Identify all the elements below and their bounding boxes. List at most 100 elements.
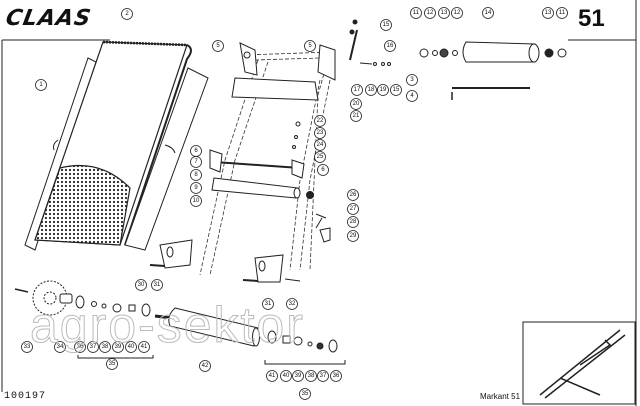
- callout-number: 35: [109, 361, 116, 367]
- callout-circle: [262, 298, 274, 310]
- callout-number: 24: [317, 142, 324, 148]
- callout-31: 31: [151, 279, 163, 291]
- callout-circle: [350, 110, 362, 122]
- small-hardware: [292, 19, 391, 243]
- callout-number: 27: [350, 206, 357, 212]
- document-id: 100197: [4, 391, 47, 402]
- callout-circle: [347, 203, 359, 215]
- callout-number: 4: [410, 93, 414, 99]
- callout-circle: [390, 84, 402, 96]
- callout-23: 23: [314, 127, 326, 139]
- callout-circle: [351, 84, 363, 96]
- callout-circle: [317, 164, 329, 176]
- callout-number: 5: [216, 43, 220, 49]
- callout-number: 18: [368, 87, 375, 93]
- callout-number: 16: [387, 43, 394, 49]
- callout-5: 5: [212, 40, 224, 52]
- callout-circle: [305, 370, 317, 382]
- callout-number: 11: [413, 10, 420, 16]
- callout-circle: [125, 341, 137, 353]
- callout-39: 39: [292, 370, 304, 382]
- upper-brackets: [231, 42, 336, 101]
- callout-circle: [286, 298, 298, 310]
- callout-number: 34: [57, 344, 64, 350]
- callout-number: 25: [317, 154, 324, 160]
- callout-12: 12: [424, 7, 436, 19]
- callout-circle: [314, 127, 326, 139]
- callout-number: 38: [102, 344, 109, 350]
- callout-21: 21: [350, 110, 362, 122]
- lower-brackets: [149, 239, 301, 283]
- callout-circle: [384, 40, 396, 52]
- callout-13: 13: [542, 7, 554, 19]
- callout-number: 21: [353, 113, 360, 119]
- model-name: Markant 51: [480, 392, 521, 401]
- callout-39: 39: [112, 341, 124, 353]
- callout-number: 12: [454, 10, 461, 16]
- callout-number: 36: [333, 373, 340, 379]
- callout-35: 35: [106, 358, 118, 370]
- callout-circle: [74, 341, 86, 353]
- callout-circle: [112, 341, 124, 353]
- callout-number: 42: [202, 363, 209, 369]
- callout-13: 13: [438, 7, 450, 19]
- callout-circle: [99, 341, 111, 353]
- callout-number: 13: [545, 10, 552, 16]
- callout-number: 10: [193, 198, 200, 204]
- callout-circle: [365, 84, 377, 96]
- callout-circle: [314, 115, 326, 127]
- callout-30: 30: [135, 279, 147, 291]
- callout-number: 37: [90, 344, 97, 350]
- callout-circle: [451, 7, 463, 19]
- callout-15: 15: [380, 19, 392, 31]
- callout-number: 31: [265, 301, 272, 307]
- callout-number: 12: [427, 10, 434, 16]
- callout-number: 33: [24, 344, 31, 350]
- callout-number: 38: [308, 373, 315, 379]
- callout-circle: [212, 40, 224, 52]
- callout-number: 11: [559, 10, 566, 16]
- callout-number: 40: [283, 373, 290, 379]
- callout-circle: [292, 370, 304, 382]
- callout-7: 7: [190, 156, 202, 168]
- callout-6: 6: [317, 164, 329, 176]
- callout-18: 18: [365, 84, 377, 96]
- callout-circle: [317, 370, 329, 382]
- callout-33: 33: [21, 341, 33, 353]
- callout-38: 38: [305, 370, 317, 382]
- callout-circle: [410, 7, 422, 19]
- callout-circle: [350, 98, 362, 110]
- callout-number: 19: [380, 87, 387, 93]
- callout-42: 42: [199, 360, 211, 372]
- frame-rails: [199, 51, 331, 276]
- callout-circle: [190, 169, 202, 181]
- callout-circle: [54, 341, 66, 353]
- callout-number: 15: [383, 22, 390, 28]
- callout-20: 20: [350, 98, 362, 110]
- callout-circle: [347, 216, 359, 228]
- callout-circle: [280, 370, 292, 382]
- callout-35: 35: [299, 388, 311, 400]
- roller-14: [419, 41, 567, 100]
- page-number: 51: [578, 5, 605, 32]
- callout-circle: [377, 84, 389, 96]
- side-panel-right: [124, 67, 209, 251]
- callout-circle: [542, 7, 554, 19]
- callout-circle: [556, 7, 568, 19]
- callout-number: 5: [308, 43, 312, 49]
- brand-logo: CLAAS: [3, 6, 94, 31]
- callout-circle: [106, 358, 118, 370]
- callout-number: 29: [350, 233, 357, 239]
- shaft-and-tube: [209, 149, 314, 199]
- callout-circle: [135, 279, 147, 291]
- callout-34: 34: [54, 341, 66, 353]
- callout-11: 11: [410, 7, 422, 19]
- callout-circle: [347, 230, 359, 242]
- callout-31: 31: [262, 298, 274, 310]
- callout-number: 39: [295, 373, 302, 379]
- callout-15: 15: [390, 84, 402, 96]
- callout-number: 8: [194, 172, 198, 178]
- callout-circle: [424, 7, 436, 19]
- callout-22: 22: [314, 115, 326, 127]
- callout-number: 41: [269, 373, 276, 379]
